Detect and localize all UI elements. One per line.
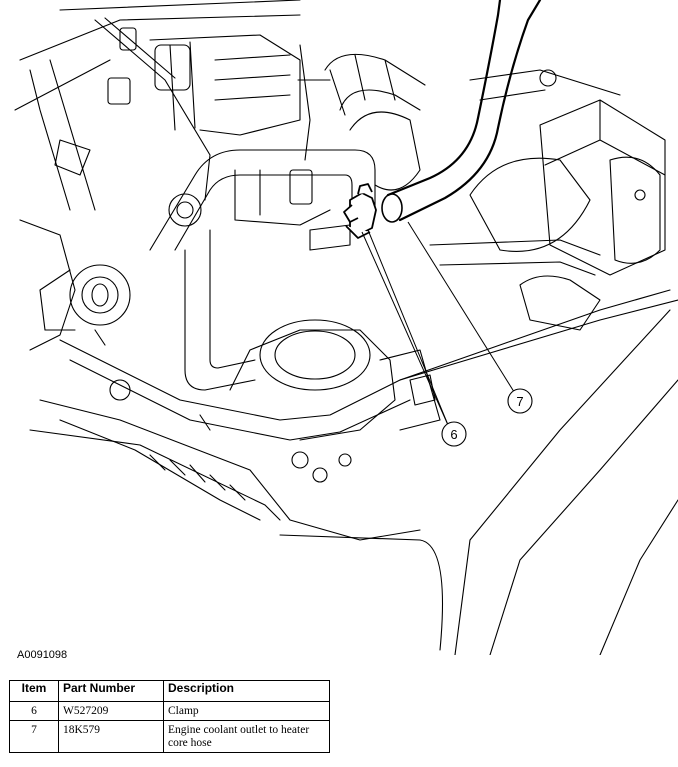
row-description: Clamp (163, 701, 330, 721)
callout-6: 6 (441, 421, 467, 447)
figure-id: A0091098 (17, 649, 68, 661)
callout-6-leader-b (367, 229, 449, 426)
row-description: Engine coolant outlet to heater core hos… (163, 720, 330, 753)
table-row: 6 W527209 Clamp (9, 701, 330, 721)
intake-manifold (14, 0, 331, 351)
table-row: 7 18K579 Engine coolant outlet to heater… (9, 720, 330, 753)
throttle-body (39, 264, 131, 331)
table-header-row: Item Part Number Description (9, 680, 330, 702)
heater-core-hose (381, 0, 542, 223)
callout-7: 7 (507, 388, 533, 414)
callout-6-label: 6 (450, 427, 457, 442)
row-item: 7 (9, 720, 59, 753)
hose-clamp (343, 183, 377, 239)
air-intake-tube (324, 53, 426, 191)
header-description: Description (163, 680, 330, 702)
pulley-assembly (229, 319, 441, 441)
header-part-number: Part Number (58, 680, 164, 702)
reservoir-box (429, 69, 666, 331)
callout-7-label: 7 (516, 394, 523, 409)
header-item: Item (9, 680, 59, 702)
callout-7-leader (407, 221, 517, 396)
parts-table: Item Part Number Description 6 W527209 C… (9, 680, 330, 753)
row-part-number: W527209 (58, 701, 164, 721)
coolant-pipes (149, 149, 376, 391)
row-item: 6 (9, 701, 59, 721)
engine-bay-illustration: 6 7 (14, 0, 678, 655)
row-part-number: 18K579 (58, 720, 164, 753)
fender-panel (279, 299, 678, 655)
callout-6-leader (361, 231, 449, 426)
